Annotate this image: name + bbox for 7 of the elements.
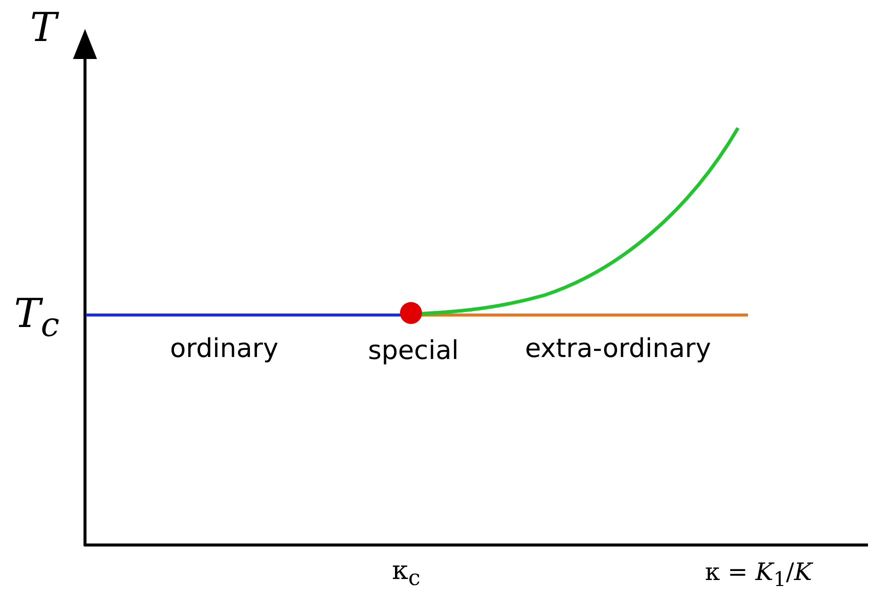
region-label: special: [368, 338, 459, 364]
coupling-axis-label: κ = K$_{1}$/K: [705, 560, 812, 589]
critical-temperature-label: T$_{c}$: [14, 294, 60, 342]
critical-coupling-label: κ$_{c}$: [392, 558, 420, 590]
region-label: extra-ordinary: [525, 336, 711, 362]
region-label: ordinary: [170, 336, 278, 362]
temperature-axis-label: T: [30, 8, 57, 48]
